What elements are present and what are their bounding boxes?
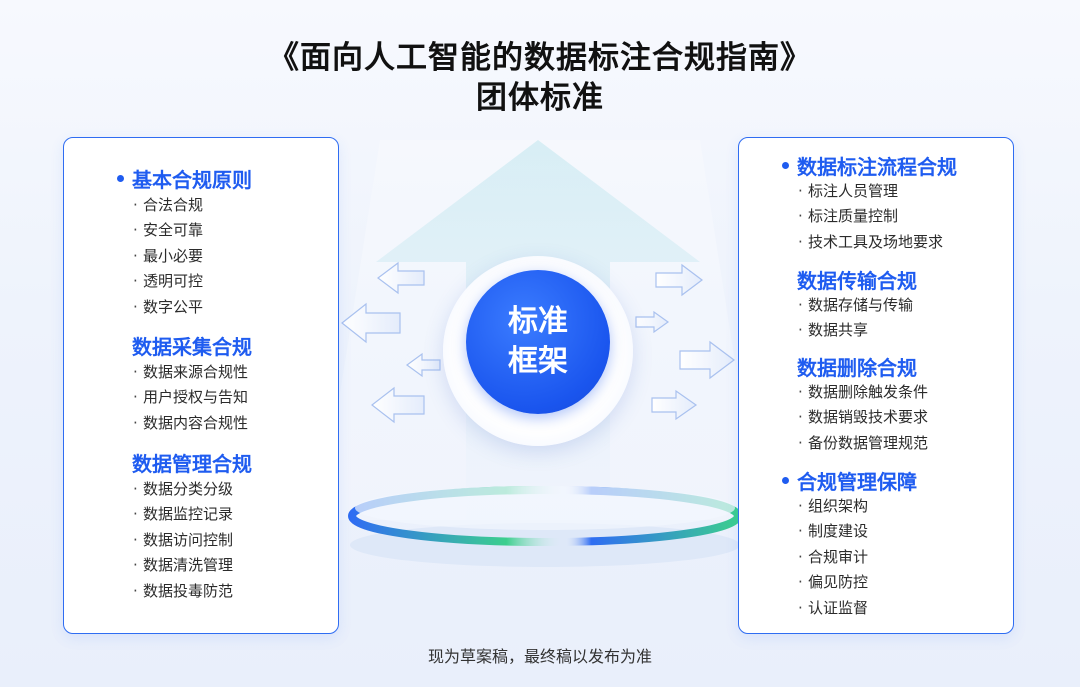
section-data-management: 数据管理合规 ·数据分类分级 ·数据监控记录 ·数据访问控制 ·数据清洗管理 ·…	[132, 449, 252, 604]
list-item: ·数据清洗管理	[133, 556, 234, 575]
list-item: ·数字公平	[133, 297, 204, 316]
page-title-line1: 《面向人工智能的数据标注合规指南》	[268, 40, 812, 76]
section-annotation-process: 数据标注流程合规 ·标注人员管理 ·标注质量控制 ·技术工具及场地要求	[782, 152, 957, 255]
list-item: ·合规审计	[798, 547, 869, 566]
section-title: 数据传输合规	[797, 268, 917, 293]
section-data-deletion: 数据删除合规 ·数据删除触发条件 ·数据销毁技术要求 ·备份数据管理规范	[797, 353, 928, 456]
right-panel: 数据标注流程合规 ·标注人员管理 ·标注质量控制 ·技术工具及场地要求 数据传输…	[738, 137, 1014, 634]
center-label-line1: 标准	[508, 304, 568, 339]
list-item: ·制度建设	[798, 522, 869, 541]
left-arrows	[341, 261, 441, 424]
section-title: 基本合规原则	[117, 165, 252, 192]
list-item: ·备份数据管理规范	[798, 433, 929, 452]
section-data-collection: 数据采集合规 ·数据来源合规性 ·用户授权与告知 ·数据内容合规性	[132, 332, 252, 436]
list-item: ·标注人员管理	[798, 182, 899, 200]
list-item: ·数据分类分级	[133, 480, 234, 498]
list-item: ·技术工具及场地要求	[798, 232, 944, 251]
list-item: ·数据存储与传输	[798, 296, 914, 314]
section-title: 数据采集合规	[132, 334, 252, 359]
bullet-dot-icon	[117, 174, 124, 182]
section-title: 数据标注流程合规	[782, 152, 957, 179]
list-item: ·组织架构	[798, 497, 869, 515]
list-item: ·合法合规	[133, 196, 204, 214]
list-item: ·数据销毁技术要求	[798, 408, 929, 427]
right-arrows	[635, 263, 735, 421]
section-basic-principles: 基本合规原则 ·合法合规 ·安全可靠 ·最小必要 ·透明可控 ·数字公平	[117, 165, 252, 320]
left-panel: 基本合规原则 ·合法合规 ·安全可靠 ·最小必要 ·透明可控 ·数字公平 数据采…	[63, 137, 339, 634]
list-item: ·认证监督	[798, 598, 869, 617]
list-item: ·安全可靠	[133, 221, 204, 240]
center-label-line2: 框架	[508, 344, 568, 379]
list-item: ·数据监控记录	[133, 505, 234, 524]
section-title: 数据删除合规	[797, 355, 917, 380]
list-item: ·数据共享	[798, 321, 869, 340]
bullet-dot-icon	[782, 476, 789, 484]
list-item: ·数据删除触发条件	[798, 383, 929, 401]
list-item: ·透明可控	[133, 272, 204, 291]
section-title: 合规管理保障	[782, 467, 917, 494]
list-item: ·偏见防控	[798, 573, 869, 592]
list-item: ·标注质量控制	[798, 207, 899, 226]
page-title-line2: 团体标准	[476, 80, 604, 116]
section-compliance-assurance: 合规管理保障 ·组织架构 ·制度建设 ·合规审计 ·偏见防控 ·认证监督	[782, 467, 917, 621]
section-title: 数据管理合规	[132, 451, 252, 476]
section-data-transfer: 数据传输合规 ·数据存储与传输 ·数据共享	[797, 266, 917, 344]
list-item: ·数据来源合规性	[133, 363, 249, 381]
list-item: ·数据内容合规性	[133, 413, 249, 432]
list-item: ·最小必要	[133, 246, 204, 265]
list-item: ·用户授权与告知	[133, 388, 249, 407]
list-item: ·数据投毒防范	[133, 581, 234, 600]
list-item: ·数据访问控制	[133, 530, 234, 549]
bullet-dot-icon	[782, 161, 789, 169]
center-hub: 标准 框架	[466, 270, 610, 414]
footer-note: 现为草案稿，最终稿以发布为准	[427, 647, 652, 666]
